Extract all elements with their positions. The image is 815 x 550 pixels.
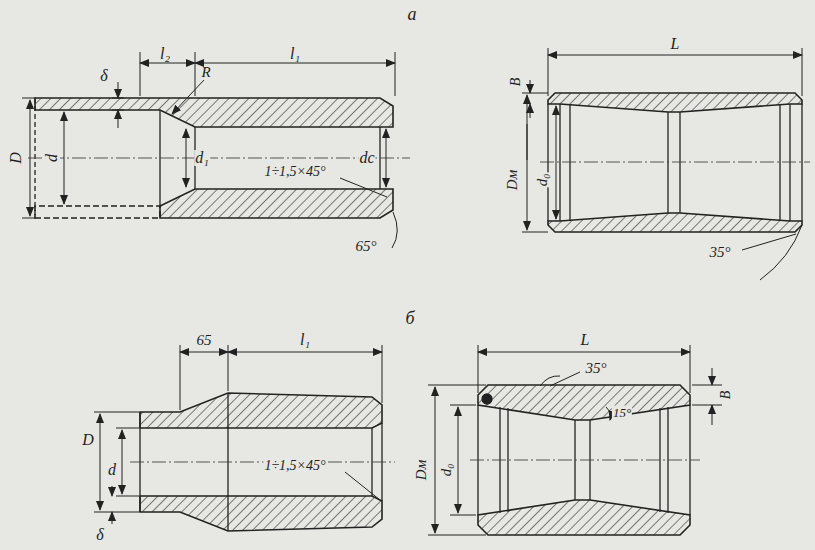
dimension-label: Dм <box>505 169 520 191</box>
dimension-label: d₀ <box>535 173 550 188</box>
dimension-label: B <box>509 77 523 88</box>
dimension-label: δ <box>95 527 104 543</box>
angle-label: 35° <box>709 245 732 260</box>
dimension-label: R <box>200 65 211 80</box>
dimension-label: d₀ <box>439 463 454 478</box>
dimension-label: l₂ <box>159 46 171 62</box>
dimension-label: B <box>719 390 733 401</box>
dimension-label: L <box>580 332 591 348</box>
view-letter: а <box>407 5 418 23</box>
chamfer-note: 1÷1,5×45° <box>263 165 326 179</box>
dimension-label: dс <box>358 150 375 166</box>
dimension-label: l₁ <box>289 46 301 62</box>
dimension-label: l₁ <box>299 332 311 348</box>
dimension-label: δ <box>99 68 108 84</box>
view-letter: б <box>404 309 415 327</box>
angle-label: 35° <box>585 361 608 376</box>
dimension-label: Dм <box>414 459 429 481</box>
chamfer-note: 1÷1,5×45° <box>263 459 326 473</box>
dimension-label: L <box>670 36 681 52</box>
dimension-label: d₁ <box>194 150 210 166</box>
angle-label: 15° <box>612 406 632 419</box>
dimension-label: d <box>107 462 117 478</box>
dimension-label: D <box>8 151 24 165</box>
dimension-label: d <box>44 153 60 163</box>
angle-label: 65° <box>355 239 378 254</box>
dimension-label: D <box>81 432 95 448</box>
dimension-label: 65 <box>196 333 213 348</box>
